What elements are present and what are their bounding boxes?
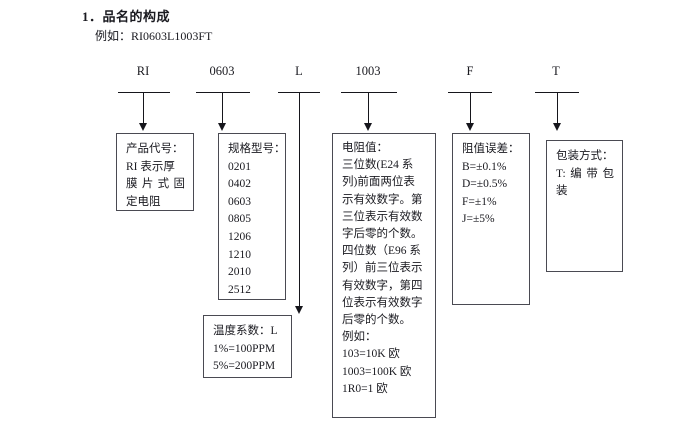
segment-label-0603: 0603 <box>209 64 235 78</box>
resistance-example-heading: 例如： <box>342 331 377 344</box>
tolerance-value: B=±0.1% <box>462 160 507 173</box>
size-value: 0603 <box>228 195 251 208</box>
box-tolerance: 阻值误差： B=±0.1% D=±0.5% F=±1% J=±5% <box>452 133 530 305</box>
resistance-heading: 电阻值： <box>342 142 388 154</box>
temp-coef-line-2: 5%=200PPM <box>213 360 276 373</box>
product-code-line-2: 膜片式固 <box>126 178 185 191</box>
box-size-type: 规格型号： 0201 0402 0603 0805 1206 1210 2010… <box>218 133 286 300</box>
resistance-line: 字后零的个数。 <box>342 228 423 241</box>
size-value: 1206 <box>228 230 251 243</box>
size-type-heading: 规格型号： <box>228 143 286 155</box>
size-value: 0402 <box>228 178 251 191</box>
resistance-line: 有效数字，第四 <box>342 279 423 292</box>
box-resistance-value: 电阻值： 三位数(E24 系 列)前面两位表 示有效数字。第 三位表示有效数 字… <box>332 133 436 418</box>
resistance-line: 三位数(E24 系 <box>342 159 414 172</box>
resistance-line: 列）前三位表示 <box>342 262 423 275</box>
box-packaging: 包装方式： T:编带包 装 <box>546 140 623 272</box>
size-value: 2512 <box>228 283 251 296</box>
product-code-line-1: RI 表示厚 <box>126 160 175 173</box>
packaging-heading: 包装方式： <box>556 150 614 162</box>
tolerance-value: J=±5% <box>462 213 495 226</box>
size-value: 1210 <box>228 248 251 261</box>
resistance-line: 位表示有效数字 <box>342 296 423 309</box>
segment-label-f: F <box>466 64 474 78</box>
example-part-number: 例如：RI0603L1003FT <box>95 29 213 43</box>
segment-label-l: L <box>295 64 303 78</box>
size-value: 2010 <box>228 266 251 279</box>
segment-label-1003: 1003 <box>355 64 381 78</box>
resistance-example: 1R0=1 欧 <box>342 382 388 395</box>
product-code-line-3: 定电阻 <box>126 195 161 208</box>
resistance-line: 四位数（E96 系 <box>342 245 421 258</box>
temp-coef-heading: 温度系数：L <box>213 325 278 337</box>
product-code-heading: 产品代号： <box>126 143 184 155</box>
temp-coef-line-1: 1%=100PPM <box>213 342 276 355</box>
box-product-code: 产品代号： RI 表示厚 膜片式固 定电阻 <box>116 133 194 211</box>
size-value: 0805 <box>228 213 251 226</box>
resistance-line: 示有效数字。第 <box>342 193 423 206</box>
packaging-line-2: 装 <box>556 185 568 198</box>
segment-label-t: T <box>552 64 560 78</box>
resistance-line: 列)前面两位表 <box>342 176 415 189</box>
resistance-example: 1003=100K 欧 <box>342 365 412 378</box>
size-value: 0201 <box>228 160 251 173</box>
resistance-line: 三位表示有效数 <box>342 210 423 223</box>
tolerance-value: D=±0.5% <box>462 178 508 191</box>
packaging-line-1: T:编带包 <box>556 167 614 180</box>
resistance-example: 103=10K 欧 <box>342 348 400 361</box>
page-title: 1．品名的构成 <box>82 9 171 24</box>
resistance-line: 后零的个数。 <box>342 314 411 327</box>
tolerance-heading: 阻值误差： <box>462 143 520 155</box>
box-temperature-coefficient: 温度系数：L 1%=100PPM 5%=200PPM <box>203 315 292 378</box>
tolerance-value: F=±1% <box>462 195 497 208</box>
segment-label-ri: RI <box>136 64 150 78</box>
